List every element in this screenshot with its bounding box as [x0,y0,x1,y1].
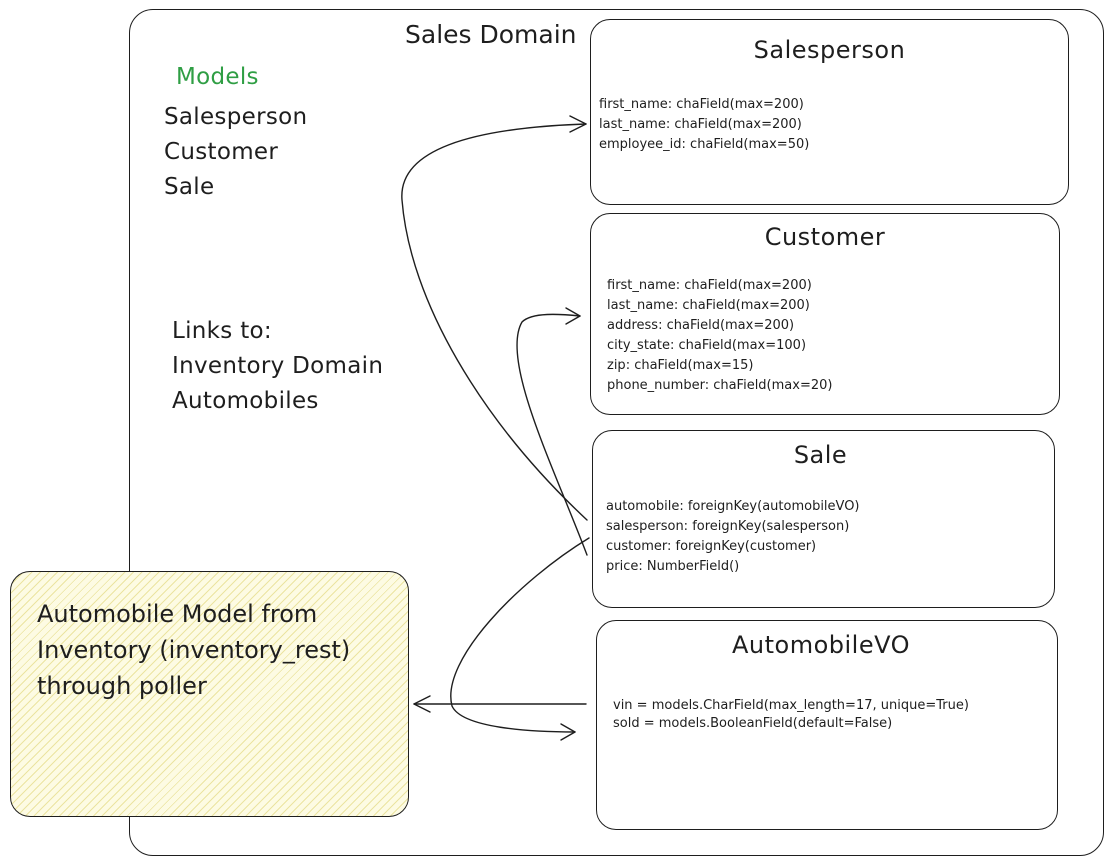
automobilevo-entity: AutomobileVO vin = models.CharField(max_… [596,620,1058,830]
field-first-name: first_name: chaField(max=200) [599,97,804,112]
field-zip: zip: chaField(max=15) [607,358,754,373]
inventory-source-note-text: Automobile Model from Inventory (invento… [37,596,350,704]
customer-fields: first_name: chaField(max=200) last_name:… [607,276,832,396]
note-line-3: through poller [37,672,207,700]
links-item-automobiles: Automobiles [172,388,319,414]
inventory-source-note: Automobile Model from Inventory (invento… [10,571,409,817]
automobilevo-title: AutomobileVO [731,631,910,659]
customer-entity: Customer first_name: chaField(max=200) l… [590,213,1060,415]
salesperson-entity: Salesperson first_name: chaField(max=200… [590,19,1069,205]
field-customer: customer: foreignKey(customer) [606,539,817,554]
note-line-2: Inventory (inventory_rest) [37,636,351,664]
field-address: address: chaField(max=200) [607,318,795,333]
automobilevo-fields: vin = models.CharField(max_length=17, un… [613,697,969,733]
customer-title: Customer [764,223,886,251]
models-item-sale: Sale [164,174,215,200]
field-last-name: last_name: chaField(max=200) [607,298,810,313]
salesperson-fields: first_name: chaField(max=200) last_name:… [599,95,809,155]
sale-entity: Sale automobile: foreignKey(automobileVO… [592,430,1055,608]
salesperson-title: Salesperson [753,36,906,64]
field-employee-id: employee_id: chaField(max=50) [599,137,810,152]
models-heading: Models [176,64,259,90]
sales-domain-frame [129,9,1104,856]
field-sold: sold = models.BooleanField(default=False… [613,716,893,731]
models-item-salesperson: Salesperson [164,104,308,130]
field-vin: vin = models.CharField(max_length=17, un… [613,698,969,713]
links-heading: Links to: [172,318,272,344]
field-price: price: NumberField() [606,559,740,574]
domain-title: Sales Domain [401,20,581,49]
field-last-name: last_name: chaField(max=200) [599,117,802,132]
sale-title: Sale [793,441,848,469]
field-salesperson: salesperson: foreignKey(salesperson) [606,519,850,534]
sale-fields: automobile: foreignKey(automobileVO) sal… [606,497,860,577]
field-phone-number: phone_number: chaField(max=20) [607,378,833,393]
note-line-1: Automobile Model from [37,600,318,628]
field-first-name: first_name: chaField(max=200) [607,278,812,293]
links-item-inventory-domain: Inventory Domain [172,353,384,379]
models-item-customer: Customer [164,139,279,165]
field-automobile: automobile: foreignKey(automobileVO) [606,499,860,514]
field-city-state: city_state: chaField(max=100) [607,338,807,353]
